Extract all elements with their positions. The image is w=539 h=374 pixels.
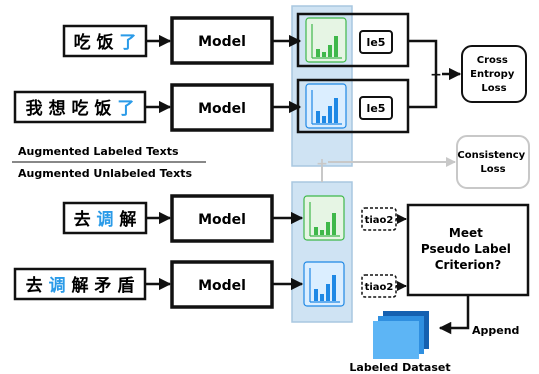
pseudo-label-criterion-box: Meet Pseudo Label Criterion? [406, 203, 530, 297]
svg-text:吃 饭 了: 吃 饭 了 [74, 32, 137, 53]
input-char: 了 [119, 33, 136, 53]
blue-bar-chart-icon-1 [305, 83, 347, 129]
input-char: 去 [74, 209, 97, 230]
svg-text:Meet Pseudo Label: Meet Pseudo Label Criterion? [421, 226, 515, 272]
input-char: 饭 [93, 98, 117, 119]
plus-sign-cross-entropy: + [430, 67, 442, 83]
labeled-dataset-label: Labeled Dataset [349, 361, 450, 374]
model-box-2: Model [170, 83, 274, 132]
pseudo-label-tiao2-1: tiao2 [361, 207, 397, 231]
consistency-loss-box: Consistency Loss [456, 135, 530, 189]
label-le5-2: le5 [359, 96, 393, 120]
input-text-unlabeled-1: 去 调 解 [62, 201, 148, 235]
input-char: 吃 [72, 98, 95, 119]
append-label: Append [472, 324, 519, 337]
input-text-labeled-1: 吃 饭 了 [62, 24, 148, 58]
model-box-4: Model [170, 260, 274, 309]
green-bar-chart-icon-2 [303, 195, 345, 241]
input-char: 调 [97, 210, 120, 230]
svg-text:le5: le5 [367, 36, 386, 49]
svg-text:Model: Model [198, 101, 246, 117]
input-char: 想 [49, 98, 72, 119]
plus-sign-consistency: + [316, 156, 328, 172]
append-arrow [438, 295, 470, 335]
svg-text:tiao2: tiao2 [365, 282, 394, 293]
model-box-3: Model [170, 194, 274, 243]
labeled-dataset-icon [373, 311, 429, 359]
input-char: 盾 [117, 276, 134, 296]
cross-entropy-bracket [408, 39, 438, 109]
section-label-labeled: Augmented Labeled Texts [18, 145, 179, 158]
input-char: 了 [117, 99, 134, 119]
svg-text:Cross Entropy Loss: Cross Entropy Loss [470, 55, 518, 94]
green-bar-chart-icon-1 [305, 17, 347, 63]
input-char: 去 [26, 275, 49, 296]
input-text-labeled-2: 我 想 吃 饭 了 [13, 90, 147, 124]
svg-text:Model: Model [198, 34, 246, 50]
section-label-unlabeled: Augmented Unlabeled Texts [18, 167, 192, 180]
svg-text:Model: Model [198, 278, 246, 294]
svg-text:去 调 解: 去 调 解 [74, 209, 137, 230]
cross-entropy-loss-box: Cross Entropy Loss [461, 45, 527, 103]
blue-bar-chart-icon-2 [303, 261, 345, 307]
svg-text:Model: Model [198, 212, 246, 228]
input-text-unlabeled-2: 去 调 解 矛 盾 [13, 267, 147, 301]
input-char: 矛 [93, 276, 117, 296]
pseudo-label-tiao2-2: tiao2 [361, 274, 397, 298]
svg-text:Consistency Loss: Consistency Loss [457, 150, 528, 175]
input-char: 饭 [96, 32, 120, 53]
label-le5-1: le5 [359, 30, 393, 54]
input-char: 解 [72, 275, 95, 296]
svg-text:le5: le5 [367, 102, 386, 115]
input-char: 吃 [74, 32, 97, 53]
input-char: 解 [119, 209, 136, 230]
svg-text:去 调 解 矛 盾: 去 调 解 矛 盾 [26, 275, 135, 296]
input-char: 我 [26, 99, 49, 119]
input-char: 调 [49, 276, 72, 296]
model-box-1: Model [170, 16, 274, 65]
svg-text:我 想 吃 饭 了: 我 想 吃 饭 了 [26, 98, 135, 119]
svg-text:tiao2: tiao2 [365, 215, 394, 226]
